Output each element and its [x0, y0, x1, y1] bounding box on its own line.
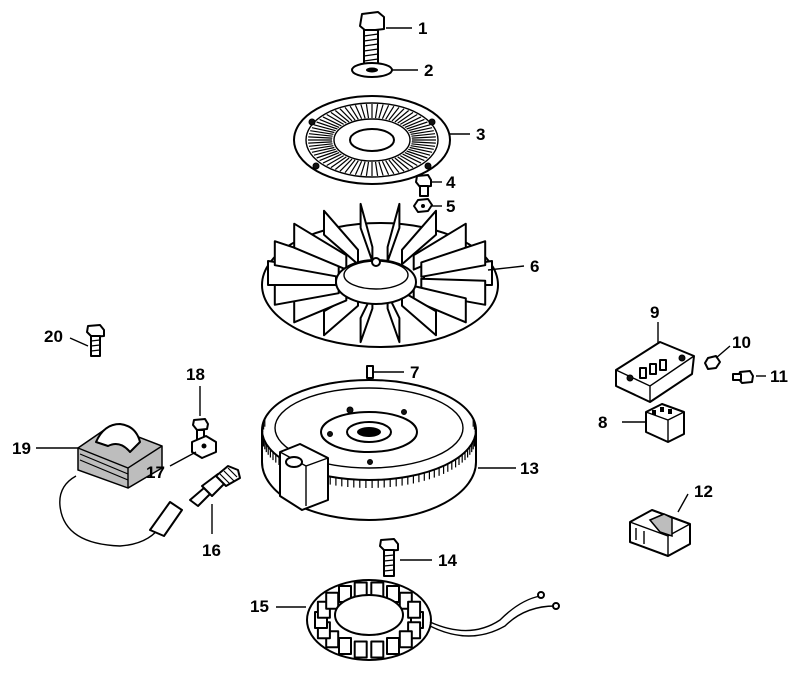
callout-labels: 1 2 3 4 5 6 7 8 9 10 11 12 13 14 15 16 1…	[12, 19, 788, 616]
callout-14: 14	[438, 551, 457, 570]
callout-13: 13	[520, 459, 539, 478]
callout-11: 11	[770, 367, 788, 386]
callout-10: 10	[732, 333, 751, 352]
callout-19: 19	[12, 439, 31, 458]
leader-lines	[36, 27, 766, 608]
part-16-spark-plug	[189, 465, 241, 507]
part-3-screen	[293, 95, 451, 185]
part-15-stator	[306, 579, 560, 661]
callout-8: 8	[598, 413, 607, 432]
callout-3: 3	[476, 125, 485, 144]
callout-2: 2	[424, 61, 433, 80]
part-19-ignition-coil	[59, 423, 183, 547]
part-1-flywheel-bolt	[359, 11, 385, 65]
callout-16: 16	[202, 541, 221, 560]
part-13-flywheel	[261, 379, 477, 521]
part-14-bolt	[379, 538, 399, 577]
part-5-nut	[413, 198, 433, 213]
callout-17: 17	[146, 463, 165, 482]
callout-18: 18	[186, 365, 205, 384]
part-6-fan	[261, 202, 499, 348]
callout-20: 20	[44, 327, 63, 346]
callout-7: 7	[410, 363, 419, 382]
callout-1: 1	[418, 19, 427, 38]
part-4-screw	[415, 174, 432, 197]
part-17-clip	[191, 435, 217, 459]
part-10-nut	[704, 355, 721, 370]
callout-15: 15	[250, 597, 269, 616]
callout-4: 4	[446, 173, 456, 192]
part-7-key	[366, 365, 374, 379]
part-18-screw	[192, 418, 209, 441]
part-20-bolt	[86, 324, 105, 357]
part-8-connector	[645, 403, 685, 443]
callout-12: 12	[694, 482, 713, 501]
callout-9: 9	[650, 303, 659, 322]
part-2-washer	[351, 62, 393, 78]
part-11-screw	[732, 370, 754, 384]
part-9-regulator	[615, 341, 695, 403]
callout-6: 6	[530, 257, 539, 276]
callout-5: 5	[446, 197, 455, 216]
part-12-boot	[629, 509, 691, 557]
